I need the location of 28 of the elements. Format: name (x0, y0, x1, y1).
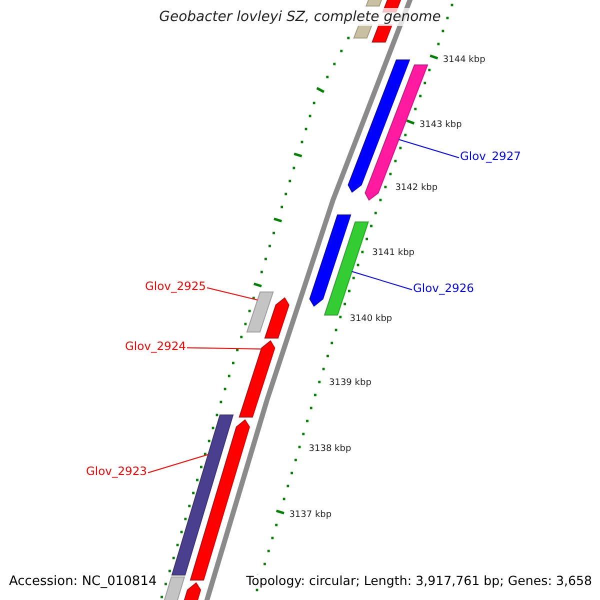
leader-line (206, 287, 258, 300)
gene-label: Glov_2927 (460, 151, 521, 162)
gene-label: Glov_2925 (145, 281, 206, 292)
leader-line (147, 454, 209, 474)
gene-label: Glov_2926 (413, 283, 474, 294)
leader-line (186, 347, 262, 350)
genome-info-text: Topology: circular; Length: 3,917,761 bp; Genes: 3,658 (246, 575, 592, 588)
gene-feature (171, 414, 234, 576)
scale-label: 3144 kbp (442, 56, 486, 65)
scale-label: 3139 kbp (329, 379, 372, 388)
gene-feature (246, 292, 274, 332)
gene-label: Glov_2924 (125, 341, 186, 352)
scale-label: 3143 kbp (419, 121, 462, 130)
gene-feature (324, 222, 369, 316)
gene-feature (162, 576, 186, 600)
leader-line (398, 139, 460, 158)
scale-label: 3140 kbp (350, 315, 392, 324)
gene-feature (238, 340, 276, 418)
scale-label: 3141 kbp (372, 249, 414, 258)
gene-feature (182, 582, 202, 600)
gene-feature (309, 214, 352, 307)
scale-label: 3142 kbp (395, 184, 438, 193)
gene-feature (264, 297, 290, 338)
gene-label: Glov_2923 (86, 466, 147, 478)
scale-label: 3137 kbp (289, 511, 332, 520)
scale-label: 3138 kbp (308, 445, 352, 454)
leader-line (351, 271, 412, 290)
accession-text: Accession: NC_010814 (9, 575, 157, 588)
